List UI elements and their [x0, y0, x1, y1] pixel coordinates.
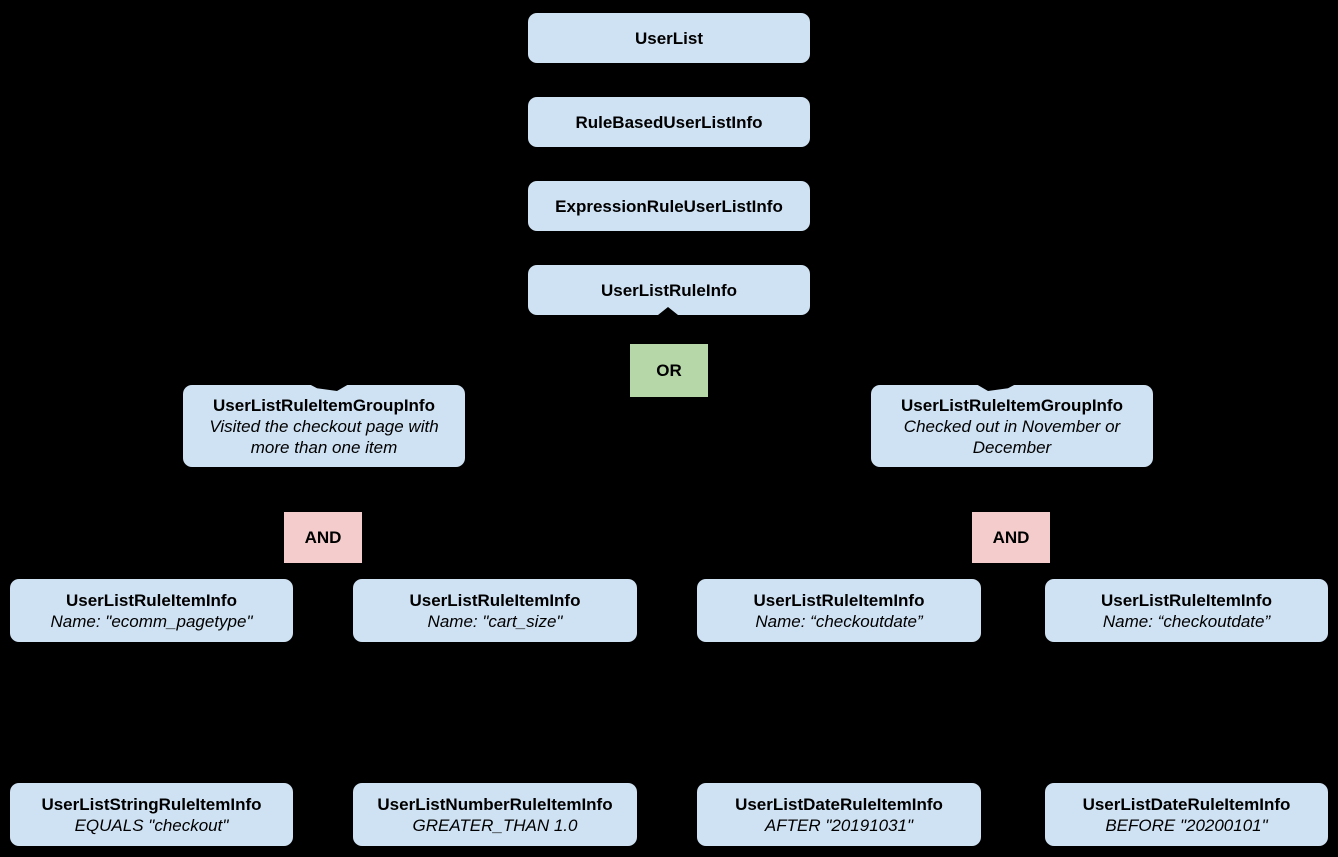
and-label: AND: [992, 527, 1030, 547]
node-subtitle: Checked out in November or December: [903, 416, 1121, 457]
node-title: UserListRuleItemInfo: [409, 590, 581, 610]
node-subtitle: Name: "cart_size": [427, 611, 563, 631]
leaf-box-date-rule-before: UserListDateRuleItemInfo BEFORE "2020010…: [1045, 783, 1328, 846]
and-operator-box-left: AND: [284, 512, 362, 563]
leaf-box-string-rule: UserListStringRuleItemInfo EQUALS "check…: [10, 783, 293, 846]
node-title: UserListRuleItemGroupInfo: [213, 395, 435, 415]
rule-item-box-3: UserListRuleItemInfo Name: “checkoutdate…: [697, 579, 981, 642]
leaf-box-number-rule: UserListNumberRuleItemInfo GREATER_THAN …: [353, 783, 637, 846]
node-title: UserListRuleItemInfo: [1101, 590, 1272, 610]
arrowhead-down-icon: [309, 384, 349, 391]
node-rulebaseduserlistinfo: RuleBasedUserListInfo: [528, 97, 810, 147]
arrowhead-up-icon: [658, 307, 678, 315]
and-label: AND: [304, 527, 342, 547]
node-subtitle: Name: "ecomm_pagetype": [50, 611, 253, 631]
rule-item-box-2: UserListRuleItemInfo Name: "cart_size": [353, 579, 637, 642]
node-userlist: UserList: [528, 13, 810, 63]
node-title: UserListRuleItemInfo: [66, 590, 237, 610]
node-title: UserListRuleItemGroupInfo: [901, 395, 1123, 415]
group-box-left: UserListRuleItemGroupInfo Visited the ch…: [183, 385, 465, 467]
node-title: ExpressionRuleUserListInfo: [555, 196, 783, 216]
or-label: OR: [656, 360, 682, 380]
node-subtitle: Name: “checkoutdate”: [1102, 611, 1271, 631]
node-title: UserListStringRuleItemInfo: [41, 794, 262, 814]
and-operator-box-right: AND: [972, 512, 1050, 563]
node-subtitle: BEFORE "20200101": [1105, 815, 1268, 835]
node-title: UserListDateRuleItemInfo: [1082, 794, 1291, 814]
node-subtitle: EQUALS "checkout": [74, 815, 229, 835]
group-box-right: UserListRuleItemGroupInfo Checked out in…: [871, 385, 1153, 467]
node-userlistruleinfo: UserListRuleInfo: [528, 265, 810, 315]
node-title: UserList: [634, 28, 704, 48]
node-title: UserListRuleInfo: [600, 280, 738, 300]
rule-item-box-4: UserListRuleItemInfo Name: “checkoutdate…: [1045, 579, 1328, 642]
node-subtitle: Name: “checkoutdate”: [755, 611, 923, 631]
arrowhead-down-icon: [976, 384, 1016, 391]
node-subtitle: AFTER "20191031": [764, 815, 914, 835]
leaf-box-date-rule-after: UserListDateRuleItemInfo AFTER "20191031…: [697, 783, 981, 846]
node-expressionruleuserlistinfo: ExpressionRuleUserListInfo: [528, 181, 810, 231]
node-subtitle: Visited the checkout page with more than…: [209, 416, 439, 457]
node-title: UserListNumberRuleItemInfo: [377, 794, 613, 814]
or-operator-box: OR: [630, 344, 708, 397]
node-title: UserListDateRuleItemInfo: [735, 794, 943, 814]
rule-item-box-1: UserListRuleItemInfo Name: "ecomm_pagety…: [10, 579, 293, 642]
node-title: UserListRuleItemInfo: [753, 590, 925, 610]
node-subtitle: GREATER_THAN 1.0: [412, 815, 578, 835]
node-title: RuleBasedUserListInfo: [575, 112, 763, 132]
